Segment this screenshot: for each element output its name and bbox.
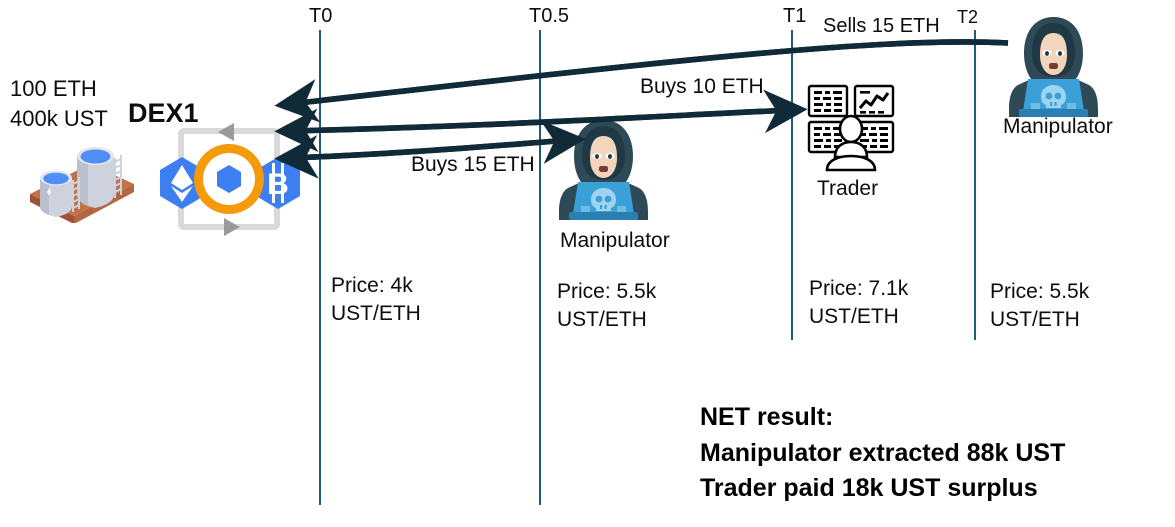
svg-text:B: B xyxy=(267,168,289,201)
price-label-t0: Price: 4k UST/ETH xyxy=(331,274,421,325)
timeline-label-t0: T0 xyxy=(309,5,333,27)
timeline-label-t05: T0.5 xyxy=(529,5,570,27)
pool-amounts-label: 100 ETH 400k UST xyxy=(10,76,108,131)
net-result-text: NET result: Manipulator extracted 88k US… xyxy=(700,403,1066,502)
price-label-t1: Price: 7.1k UST/ETH xyxy=(809,277,909,328)
flow-label-buys-15-eth: Buys 15 ETH xyxy=(411,153,535,176)
timeline-axis-t05 xyxy=(539,30,541,505)
timeline-axis-t2 xyxy=(974,30,976,340)
actor-label-manipulator-1: Manipulator xyxy=(560,229,670,252)
timeline-label-t1: T1 xyxy=(783,5,807,27)
timeline-axis-t0 xyxy=(319,30,321,505)
price-label-t2: Price: 5.5k UST/ETH xyxy=(990,280,1090,331)
hacker-laptop-icon-manipulator-1 xyxy=(556,116,651,226)
storage-tanks-icon xyxy=(22,128,137,223)
actor-label-manipulator-2: Manipulator xyxy=(1003,115,1113,138)
arrow-buys-10-eth xyxy=(289,89,808,134)
page-title: DEX1 xyxy=(128,98,199,128)
timeline-axis-t1 xyxy=(791,30,793,340)
flow-label-buys-10-eth: Buys 10 ETH xyxy=(640,75,764,98)
flow-label-sells-15-eth: Sells 15 ETH xyxy=(823,15,940,37)
hacker-laptop-icon-manipulator-2 xyxy=(1006,13,1101,123)
timeline-label-t2: T2 xyxy=(957,7,979,27)
trader-monitors-icon xyxy=(805,82,897,174)
price-label-t05: Price: 5.5k UST/ETH xyxy=(557,280,657,331)
actor-label-trader: Trader xyxy=(817,177,879,200)
token-swap-icon: B xyxy=(148,117,308,245)
